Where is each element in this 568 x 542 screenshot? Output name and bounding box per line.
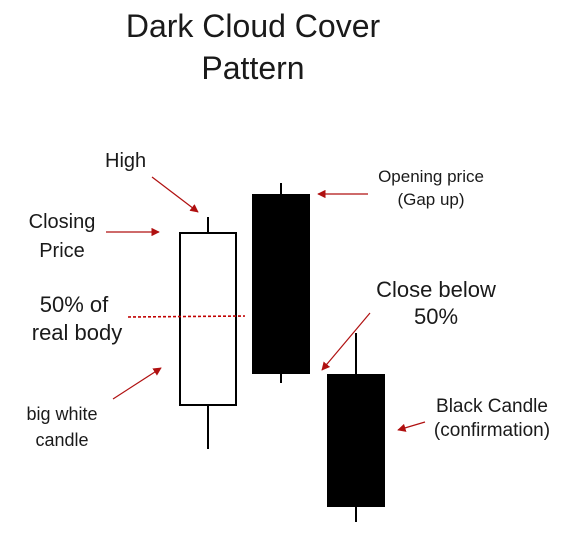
big-white-candle-arrow [112,367,162,400]
diagram-title-line2: Pattern [201,50,305,86]
high-arrow [151,176,199,213]
black-candle-label-line2: (confirmation) [433,420,551,441]
fifty-percent-label-line1: 50% of [39,292,109,317]
fifty-percent-midline [127,315,246,318]
black-candle-arrow [397,421,426,432]
gap-up-candle-body [252,194,310,374]
closing-price-label-line1: Closing [28,211,96,233]
diagram-title-line1: Dark Cloud Cover [125,8,381,44]
white-candle-body [179,232,237,406]
closing-price-label-line2: Price [39,240,85,262]
confirmation-black-candle [327,333,385,522]
white-candle [179,217,237,449]
fifty-percent-label-line2: real body [31,320,123,345]
high-label: High [105,150,147,172]
close-below-arrow [321,312,371,371]
confirmation-candle-body [327,374,385,507]
opening-price-label-line2: (Gap up) [397,190,465,209]
opening-price-label-line1: Opening price [378,167,484,186]
close-below-label-line2: 50% [413,304,459,329]
big-white-candle-label-line1: big white [26,404,98,424]
gap-up-black-candle [252,183,310,383]
big-white-candle-label-line2: candle [35,430,89,450]
close-below-label-line1: Close below [376,277,496,302]
black-candle-label-line1: Black Candle [436,396,548,417]
